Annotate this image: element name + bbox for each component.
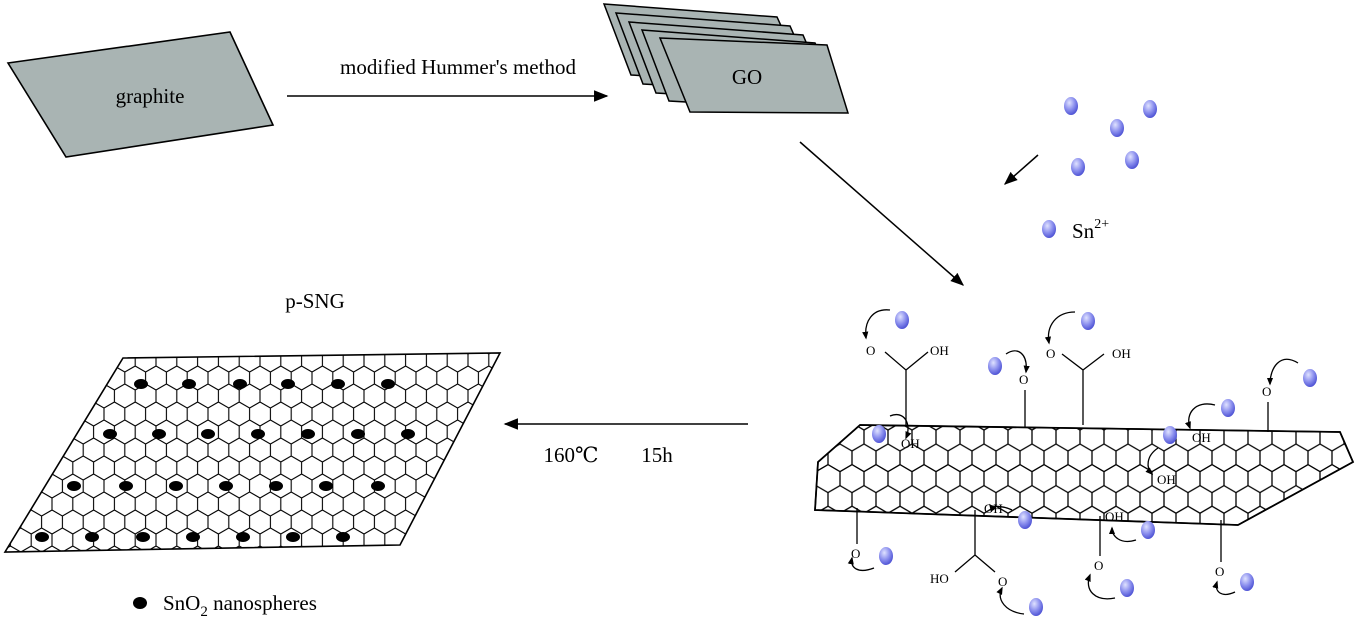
curved-arrows <box>847 309 1299 615</box>
functionalized-go-sheet: O OH O OH O O OH OH OH OH OH O HO O O O <box>814 309 1355 616</box>
graphite-label: graphite <box>116 84 185 108</box>
go-label: GO <box>732 65 762 89</box>
tin-ion-cluster <box>1064 97 1157 176</box>
carbonyl-o-5: O <box>1215 564 1224 579</box>
carbonyl-o-4: O <box>1094 558 1103 573</box>
hydrothermal-arrow: 160℃ 15h <box>503 418 748 467</box>
carbonyl-o-2: O <box>1262 384 1271 399</box>
graphite-sheet: graphite <box>6 31 275 158</box>
carboxyl-ho-3: HO <box>930 571 949 586</box>
product-label: p-SNG <box>285 289 345 313</box>
tin-ion-legend: Sn2+ <box>1042 217 1109 243</box>
method-label: modified Hummer's method <box>340 55 576 79</box>
hydroxyl-3: OH <box>1157 472 1176 487</box>
hydroxyl-1: OH <box>901 436 920 451</box>
p-sng-sheet <box>3 352 502 553</box>
time-label: 15h <box>641 443 673 467</box>
hydroxyl-2: OH <box>1192 430 1211 445</box>
nanosphere-legend-label: SnO2 nanospheres <box>163 591 317 620</box>
oxidation-arrow: modified Hummer's method <box>287 55 609 102</box>
carbonyl-o-1: O <box>1019 372 1028 387</box>
go-sheets: GO <box>602 3 850 114</box>
hydroxyl-5: OH <box>1105 509 1124 524</box>
hydroxyl-4: OH <box>984 501 1003 516</box>
go-to-composite-arrow <box>799 141 965 286</box>
carboxyl-o-1: O <box>866 343 875 358</box>
temperature-label: 160℃ <box>544 443 599 467</box>
carboxyl-oh-1: OH <box>930 343 949 358</box>
carboxyl-o-2: O <box>1046 346 1055 361</box>
carbonyl-o-3: O <box>851 546 860 561</box>
sno2-nanospheres <box>35 379 415 542</box>
carboxyl-o-3: O <box>998 574 1007 589</box>
adsorbing-ions <box>872 311 1317 616</box>
ion-approach-arrow <box>1003 154 1039 185</box>
nanosphere-legend: SnO2 nanospheres <box>133 591 317 620</box>
tin-ion-label: Sn2+ <box>1072 217 1109 243</box>
carboxyl-oh-2: OH <box>1112 346 1131 361</box>
